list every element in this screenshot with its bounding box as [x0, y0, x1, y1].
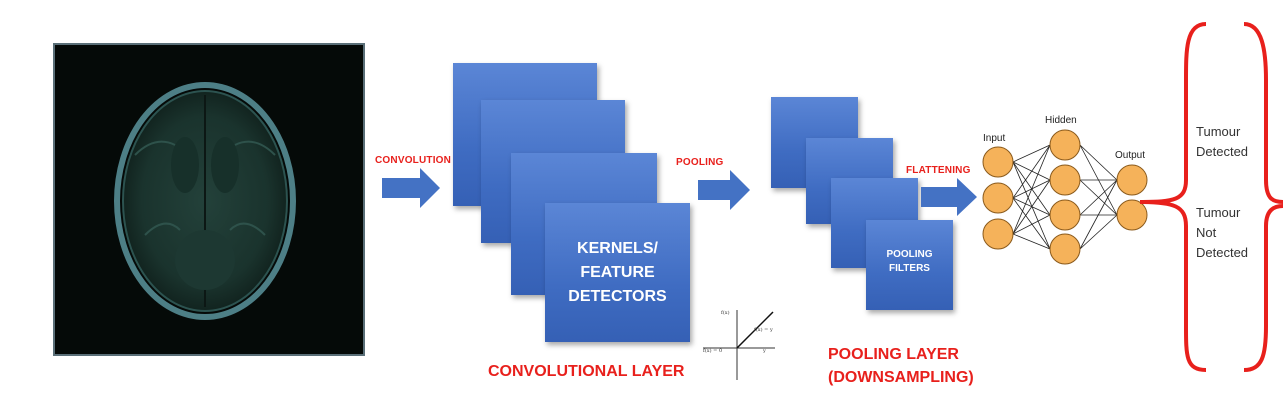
pooling-filters-label: POOLING FILTERS: [886, 249, 933, 274]
neural-network-diagram: Input Hidden Output: [980, 115, 1152, 280]
input-neuron-3: [982, 218, 1014, 250]
connection-input-2-hidden-1: [1012, 179, 1051, 235]
mri-brain-image: [53, 43, 365, 356]
connection-input-1-hidden-0: [1012, 144, 1051, 199]
hidden-neuron-3: [1049, 199, 1081, 231]
relu-left-label: f(x) = 0: [703, 348, 723, 354]
relu-axis-label: y: [763, 348, 766, 354]
output-neuron-2: [1116, 199, 1148, 231]
input-neuron-1: [982, 146, 1014, 178]
connection-input-0-hidden-0: [1012, 144, 1051, 163]
pooling-arrow: [698, 170, 752, 210]
brain-scan-graphic: [114, 82, 296, 320]
input-layer-label: Input: [983, 133, 1006, 144]
output-neuron-1: [1116, 164, 1148, 196]
relu-right-label: f(x) = y: [754, 327, 773, 333]
hidden-neuron-2: [1049, 164, 1081, 196]
connection-hidden-3-output-1: [1079, 214, 1118, 250]
relu-top-label: f(x): [721, 310, 730, 316]
connection-input-2-hidden-0: [1012, 144, 1051, 235]
output-layer-label: Output: [1115, 150, 1146, 161]
pooling-label: POOLING: [676, 157, 724, 168]
connection-hidden-2-output-0: [1079, 179, 1118, 216]
connection-input-2-hidden-3: [1012, 233, 1051, 250]
convolutional-layer-label: CONVOLUTIONAL LAYER: [488, 363, 685, 380]
connection-hidden-0-output-0: [1079, 144, 1118, 181]
hidden-neuron-4: [1049, 233, 1081, 265]
neural-network-graph: [982, 129, 1148, 265]
pooling-layer-label: POOLING LAYER: [828, 346, 959, 363]
connection-input-1-hidden-3: [1012, 197, 1051, 250]
tumour-detected-label: Tumour Detected: [1196, 124, 1249, 159]
input-neuron-2: [982, 182, 1014, 214]
convolution-label: CONVOLUTION: [375, 155, 452, 166]
hidden-neuron-1: [1049, 129, 1081, 161]
output-bracket: [1134, 20, 1283, 377]
flattening-arrow: [921, 178, 979, 216]
flattening-label: FLATTENING: [906, 165, 971, 176]
downsampling-label: (DOWNSAMPLING): [828, 369, 974, 386]
connection-input-2-hidden-2: [1012, 214, 1051, 235]
pooled-map-4: POOLING FILTERS: [866, 220, 953, 310]
tumour-not-detected-label: Tumour Not Detected: [1196, 205, 1249, 260]
relu-graph: f(x) f(x) = y f(x) = 0 y: [697, 306, 779, 389]
connection-hidden-3-output-0: [1079, 179, 1118, 250]
kernels-label: KERNELS/ FEATURE DETECTORS: [568, 240, 667, 305]
connection-input-0-hidden-3: [1012, 161, 1051, 250]
hidden-layer-label: Hidden: [1045, 115, 1077, 126]
feature-map-4: KERNELS/ FEATURE DETECTORS: [545, 203, 690, 342]
convolution-arrow: [382, 168, 442, 208]
